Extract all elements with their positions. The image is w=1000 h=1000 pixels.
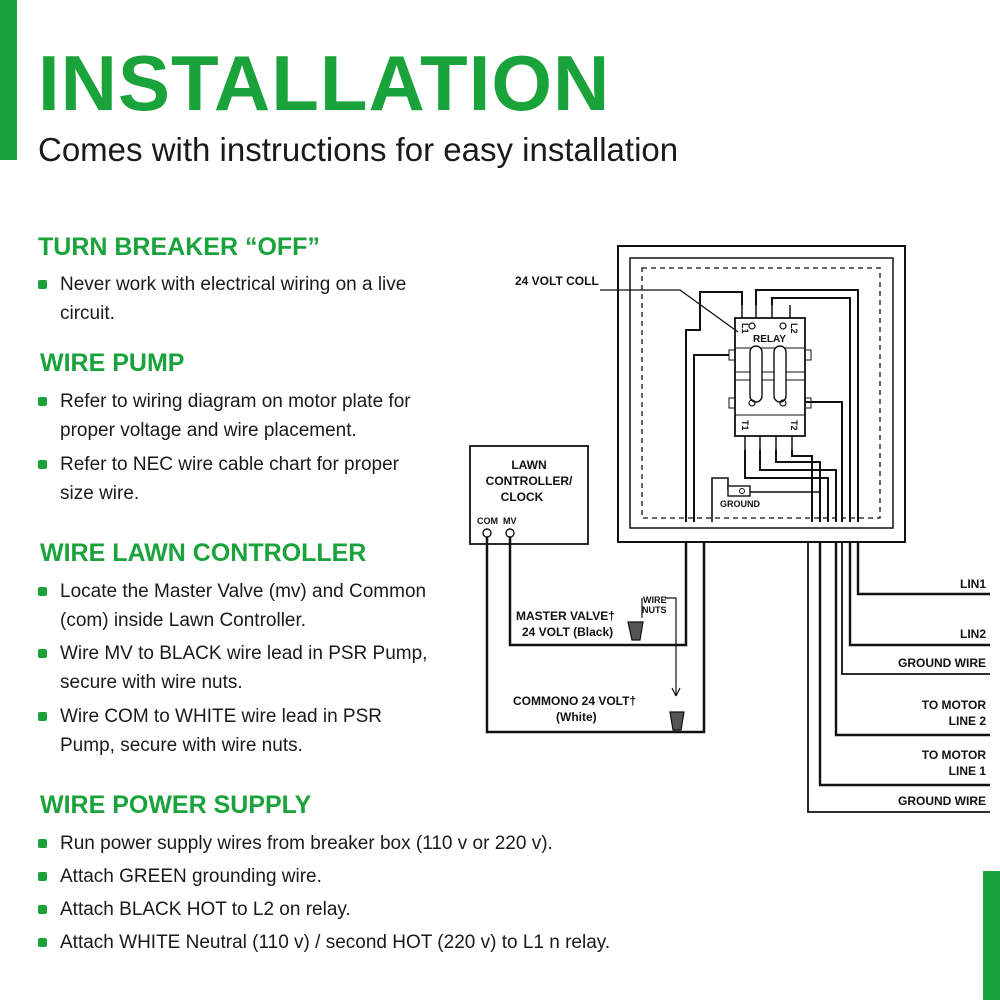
list-item: Attach BLACK HOT to L2 on relay. [38, 895, 638, 924]
bullet-icon [38, 649, 47, 658]
wiring-diagram: L1 L2 T1 T2 RELAY 24 VOLT COLL GROUND LA… [465, 240, 1000, 820]
wire [805, 401, 843, 522]
pump-white-lead [674, 542, 706, 734]
line-lin2 [848, 542, 990, 647]
bullet-icon [38, 839, 47, 848]
master-valve-label: 24 VOLT (Black) [522, 625, 613, 639]
relay-label: RELAY [753, 334, 786, 345]
line-motor-1 [818, 542, 990, 787]
pump-black-lead [632, 542, 688, 647]
lawn-controller-box [469, 445, 589, 545]
wire-nut [669, 711, 685, 731]
com-terminal-label: COM [477, 516, 498, 526]
right-accent-bar [983, 871, 1000, 1000]
coil-label: 24 VOLT COLL [515, 274, 599, 288]
wire-nut [627, 621, 644, 641]
wire-nuts-label: NUTS [642, 605, 667, 615]
wire [685, 291, 743, 522]
list-item: Refer to NEC wire cable chart for proper… [38, 450, 438, 508]
relay-l2-label: L2 [789, 323, 799, 334]
ground-wire-label: GROUND WIRE [898, 794, 986, 808]
ground-label: GROUND [720, 499, 760, 509]
wire-nuts-label: WIRE [643, 595, 667, 605]
ground-wire-label: GROUND WIRE [898, 656, 986, 670]
controller-label: CLOCK [501, 490, 544, 504]
controller-label: LAWN [511, 458, 546, 472]
list-item: Wire MV to BLACK wire lead in PSR Pump, … [38, 639, 458, 697]
list-item: Run power supply wires from breaker box … [38, 829, 638, 858]
wire [759, 450, 837, 522]
bullet-icon [38, 587, 47, 596]
motor-line2-label: TO MOTOR [922, 698, 987, 712]
relay-contact [773, 345, 787, 403]
wire [771, 297, 851, 522]
wire [791, 450, 813, 522]
section-heading-power-supply: WIRE POWER SUPPLY [40, 791, 312, 819]
relay-l1-label: L1 [740, 323, 750, 334]
coil-pointer [600, 289, 739, 333]
motor-line2-label: LINE 2 [949, 714, 987, 728]
wire [693, 354, 729, 522]
controller-label: CONTROLLER/ [486, 474, 573, 488]
relay-t2-label: T2 [789, 420, 799, 431]
list-item: Attach WHITE Neutral (110 v) / second HO… [38, 928, 678, 957]
section-heading-wire-pump: WIRE PUMP [40, 349, 185, 377]
list-item: Wire COM to WHITE wire lead in PSR Pump,… [38, 702, 423, 760]
dashed-panel-border [641, 267, 881, 519]
line-motor-2 [834, 542, 990, 737]
inner-panel [629, 257, 894, 529]
list-item: Locate the Master Valve (mv) and Common … [38, 577, 458, 635]
wire [711, 477, 729, 522]
lin2-label: LIN2 [960, 627, 986, 641]
relay-t1-label: T1 [740, 420, 750, 431]
line-lin1 [856, 542, 990, 596]
relay-body [734, 317, 806, 437]
bullet-icon [38, 712, 47, 721]
master-valve-label: MASTER VALVE† [516, 609, 615, 623]
motor-line1-label: LINE 1 [949, 764, 987, 778]
wire [755, 289, 859, 522]
bullet-icon [38, 460, 47, 469]
mv-wire [508, 537, 632, 647]
section-heading-lawn-controller: WIRE LAWN CONTROLLER [40, 539, 367, 567]
mv-terminal-label: MV [503, 516, 517, 526]
list-item: Never work with electrical wiring on a l… [38, 270, 418, 328]
list-item: Attach GREEN grounding wire. [38, 862, 638, 891]
wire [775, 450, 821, 522]
bullet-icon [38, 905, 47, 914]
left-accent-bar [0, 0, 17, 160]
wire [744, 450, 829, 522]
relay-contact [749, 345, 763, 403]
line-ground-1 [841, 542, 990, 675]
page-title: INSTALLATION [38, 39, 611, 127]
enclosure-box [617, 245, 906, 543]
bullet-icon [38, 872, 47, 881]
bullet-icon [38, 280, 47, 289]
page-subtitle: Comes with instructions for easy install… [38, 131, 679, 168]
line-ground-2 [807, 542, 990, 813]
lin1-label: LIN1 [960, 577, 986, 591]
common-label: (White) [556, 710, 597, 724]
motor-line1-label: TO MOTOR [922, 748, 987, 762]
bullet-icon [38, 938, 47, 947]
section-heading-breaker: TURN BREAKER “OFF” [38, 233, 320, 261]
common-label: COMMONO 24 VOLT† [513, 694, 636, 708]
com-wire [485, 537, 674, 734]
bullet-icon [38, 397, 47, 406]
list-item: Refer to wiring diagram on motor plate f… [38, 387, 438, 445]
ground-wire [750, 491, 821, 522]
